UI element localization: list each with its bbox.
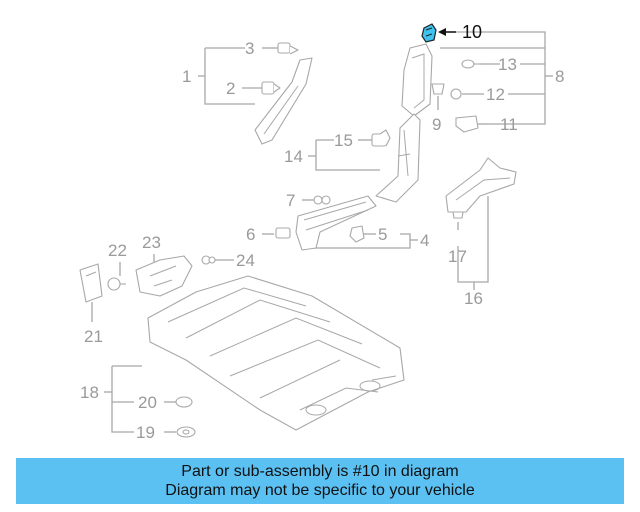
callout-16: 16 [464,289,483,308]
callout-2: 2 [226,79,235,98]
group-4-leaders [262,199,418,249]
callout-1: 1 [182,67,191,86]
a-pillar-trim [254,57,313,145]
bolt-part-22 [107,277,126,291]
group-14-leaders [308,139,380,171]
group-21-24-leaders [91,254,234,322]
group-8-leaders [440,31,553,125]
banner-line-1: Part or sub-assembly is #10 in diagram [181,463,459,480]
callout-24: 24 [236,251,255,270]
callout-20: 20 [138,393,157,412]
callout-3: 3 [245,39,254,58]
callout-9: 9 [432,115,441,134]
group-18-leaders [104,365,176,433]
callout-19: 19 [136,423,155,442]
callout-8: 8 [555,67,564,86]
callout-4: 4 [420,231,429,250]
bracket-part-23 [135,255,193,297]
screw-part-13 [461,59,482,69]
trim-part-21 [79,263,103,303]
clip-part-5 [349,225,365,243]
rear-pillar-trim [445,157,517,213]
b-pillar-lower-trim [375,113,421,203]
clip-part-9 [431,83,445,95]
callout-10: 10 [462,22,482,42]
block-part-6 [275,227,291,239]
callout-10-arrow [438,28,456,36]
callout-17: 17 [448,247,467,266]
callout-7: 7 [286,191,295,210]
callout-5: 5 [378,225,387,244]
clip-part-2 [261,81,281,95]
callout-14: 14 [284,147,303,166]
clip-part-15 [371,129,391,147]
clip-part-10 [421,23,437,43]
callout-22: 22 [108,241,127,260]
pad-part-19 [176,426,196,438]
clip-part-11 [455,115,479,133]
callout-21: 21 [84,327,103,346]
pad-part-20 [175,396,193,408]
banner-line-2: Diagram may not be specific to your vehi… [165,482,475,499]
clip-part-3 [277,42,299,55]
scuff-plate [295,195,377,251]
parts-diagram: 1 2 3 8 13 12 11 9 10 [79,22,564,442]
callout-15: 15 [334,131,353,150]
callout-6: 6 [246,225,255,244]
callout-18: 18 [80,383,99,402]
callout-12: 12 [486,85,505,104]
info-banner: Part or sub-assembly is #10 in diagram D… [16,458,624,504]
grommet-part-12 [450,88,462,100]
clip-part-24 [201,255,216,265]
b-pillar-upper-trim [401,43,433,117]
group-1-leaders [198,47,278,105]
screw-part-7 [313,195,331,205]
floor-carpet [147,275,405,431]
callout-13: 13 [498,55,517,74]
callout-23: 23 [142,233,161,252]
group-16-leaders [457,196,489,290]
callout-11: 11 [500,115,518,134]
